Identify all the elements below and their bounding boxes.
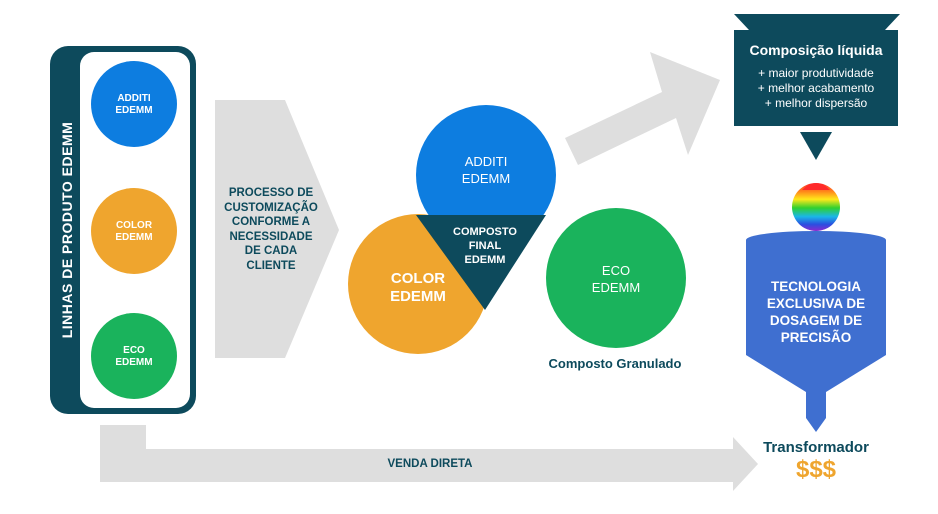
eco-edemm-line1: ECO — [601, 263, 631, 278]
product-color-line2: EDEMM — [115, 232, 153, 243]
funnel-line-2: EXCLUSIVA DE — [766, 296, 866, 311]
funnel-line-1: TECNOLOGIA — [771, 279, 861, 294]
process-line-4: NECESSIDADE — [229, 230, 313, 243]
liquid-item-3: + melhor dispersão — [764, 96, 868, 110]
product-eco-circle — [91, 313, 177, 399]
product-lines-vertical-label: LINHAS DE PRODUTO EDEMM — [59, 121, 75, 339]
venn-additi-label: ADDITI EDEMM — [446, 153, 526, 187]
granulado-label: Composto Granulado — [548, 356, 682, 371]
process-line-3: CONFORME A — [231, 216, 311, 228]
product-color-circle — [91, 188, 177, 274]
liquid-item-2: + melhor acabamento — [757, 81, 875, 95]
process-chevron-arrow — [215, 100, 339, 358]
direct-sale-arrow — [100, 425, 758, 491]
eco-edemm-circle — [546, 208, 686, 348]
funnel-line-3: DOSAGEM DE — [769, 313, 863, 328]
process-line-6: CLIENTE — [246, 259, 296, 272]
product-additi-line2: EDEMM — [115, 105, 153, 116]
venn-color-label: COLOR EDEMM — [368, 270, 468, 306]
liquid-box — [734, 30, 898, 126]
direct-sale-label: VENDA DIRETA — [387, 458, 473, 470]
precision-dosage-funnel — [746, 240, 886, 432]
rainbow-drop-tip — [802, 183, 830, 190]
venn-center-drop — [416, 215, 546, 310]
liquid-direction-arrow — [565, 52, 720, 165]
process-line-5: DE CADA — [244, 245, 298, 257]
product-eco-label: ECO EDEMM — [100, 345, 168, 369]
venn-center-line3: EDEMM — [464, 254, 506, 266]
eco-edemm-label: ECO EDEMM — [576, 262, 656, 296]
rainbow-drop-icon — [792, 183, 840, 231]
product-additi-line1: ADDITI — [117, 93, 151, 104]
eco-edemm-line2: EDEMM — [591, 280, 641, 295]
venn-additi-line1: ADDITI — [464, 154, 508, 169]
funnel-line-4: PRECISÃO — [780, 330, 852, 345]
product-color-label: COLOR EDEMM — [100, 220, 168, 244]
liquid-item-1: + maior produtividade — [758, 66, 874, 80]
venn-color-line2: EDEMM — [390, 288, 446, 305]
venn-center-line1: COMPOSTO — [453, 226, 517, 238]
product-eco-line1: ECO — [123, 345, 145, 356]
venn-center-line2: FINAL — [468, 240, 502, 252]
funnel-text: TECNOLOGIA EXCLUSIVA DE DOSAGEM DE PRECI… — [746, 278, 886, 346]
liquid-box-down-arrow — [800, 132, 832, 160]
product-color-line1: COLOR — [115, 220, 153, 231]
venn-color-line1: COLOR — [390, 270, 446, 287]
product-additi-circle — [91, 61, 177, 147]
venn-additi-line2: EDEMM — [461, 171, 511, 186]
venn-center-label: COMPOSTO FINAL EDEMM — [440, 225, 530, 267]
product-eco-line2: EDEMM — [115, 357, 153, 368]
transformador-money: $$$ — [795, 456, 837, 483]
liquid-box-items: + maior produtividade + melhor acabament… — [734, 66, 898, 111]
process-text: PROCESSO DE CUSTOMIZAÇÃO CONFORME A NECE… — [216, 186, 326, 273]
venn-additi-circle — [416, 105, 556, 245]
liquid-box-title: Composição líquida — [749, 42, 883, 58]
transformador-label: Transformador — [763, 439, 869, 456]
process-line-2: CUSTOMIZAÇÃO — [224, 201, 318, 214]
process-line-1: PROCESSO DE — [228, 187, 314, 199]
product-additi-label: ADDITI EDEMM — [100, 93, 168, 117]
liquid-box-header-tab — [734, 14, 900, 30]
